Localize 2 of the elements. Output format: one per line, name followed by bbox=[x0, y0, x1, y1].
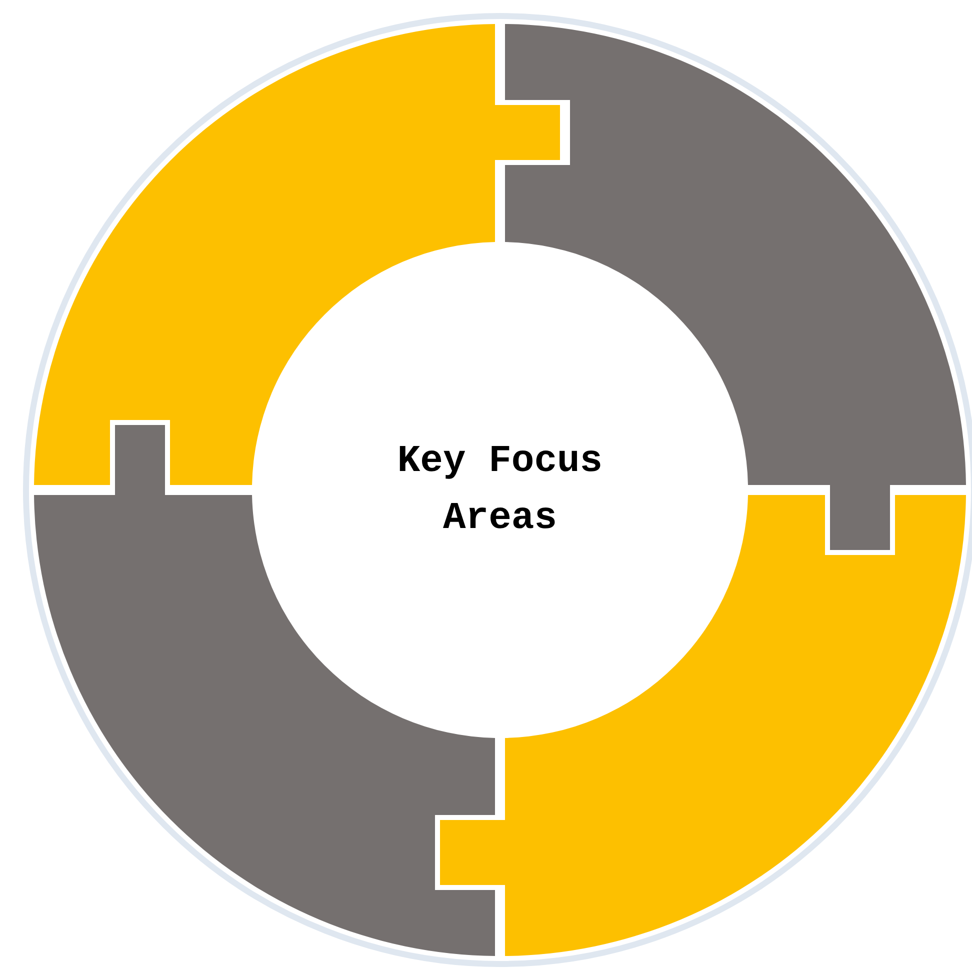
center-label: Key Focus Areas bbox=[396, 439, 604, 542]
ring-segment bbox=[440, 495, 966, 956]
